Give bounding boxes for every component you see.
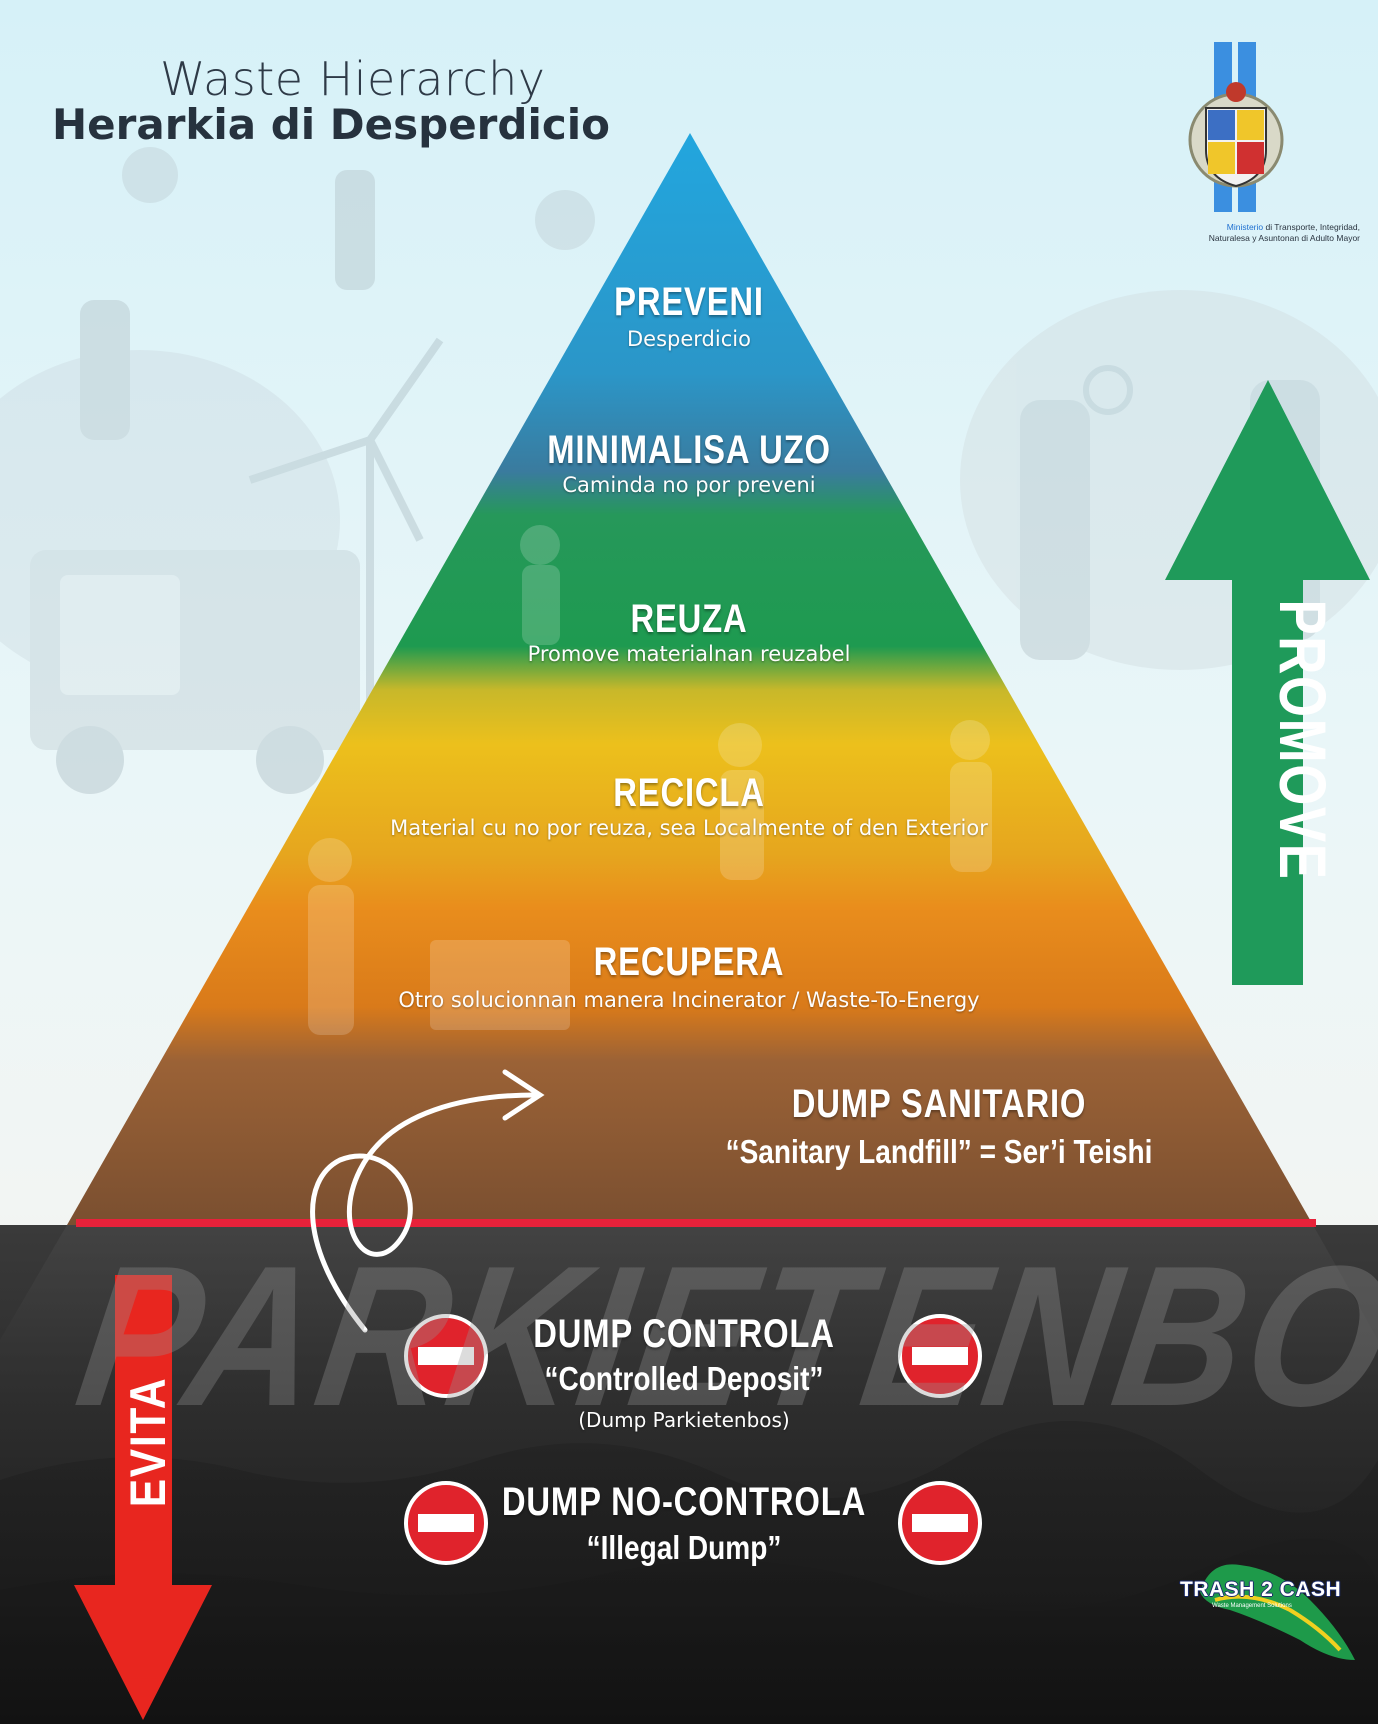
level-dump-sanitario-title: DUMP SANITARIO — [791, 1082, 1087, 1126]
ministry-line1: di Transporte, Integridad, — [1263, 222, 1360, 232]
level-recupera-title: RECUPERA — [593, 940, 785, 984]
level-recicla-title: RECICLA — [613, 771, 765, 815]
evita-label: EVITA — [120, 1376, 176, 1508]
coat-of-arms-emblem — [1188, 42, 1284, 212]
level-preveni-subtitle: Desperdicio — [627, 327, 751, 351]
trash-2-cash-tagline: Waste Management Solutions — [1212, 1603, 1292, 1609]
trash-2-cash-logo — [1200, 1564, 1355, 1660]
dump-no-controla-title: DUMP NO-CONTROLA — [501, 1480, 867, 1524]
level-reuza-subtitle: Promove materialnan reuzabel — [527, 642, 851, 666]
level-recupera-subtitle: Otro solucionnan manera Incinerator / Wa… — [398, 988, 980, 1012]
no-entry-icon — [898, 1481, 982, 1565]
level-recicla-subtitle: Material cu no por reuza, sea Localmente… — [390, 816, 988, 840]
no-entry-icon — [404, 1314, 488, 1398]
pyramid-promote-section — [67, 133, 1313, 1225]
dump-controla-title: DUMP CONTROLA — [533, 1312, 835, 1356]
level-dump-sanitario-subtitle: “Sanitary Landfill” = Ser’i Teishi — [725, 1133, 1153, 1170]
promove-label: PROMOVE — [1266, 599, 1340, 881]
dump-controla-note: (Dump Parkietenbos) — [578, 1408, 790, 1432]
title-papiamento: Herarkia di Desperdicio — [52, 100, 610, 149]
ministry-highlight: Ministerio — [1226, 222, 1264, 232]
dump-controla-subtitle: “Controlled Deposit” — [544, 1360, 824, 1397]
pyramid-illustration-overlay — [308, 525, 992, 1035]
level-reuza-title: REUZA — [630, 597, 748, 641]
pyramid-avoid-section — [0, 1225, 1378, 1724]
level-minimalisa-title: MINIMALISA UZO — [547, 428, 831, 472]
ministry-caption: Ministerio di Transporte, Integridad, Na… — [1120, 222, 1360, 244]
no-entry-icon — [898, 1314, 982, 1398]
level-preveni-title: PREVENI — [614, 280, 764, 324]
level-minimalisa-subtitle: Caminda no por preveni — [562, 473, 816, 497]
dump-no-controla-subtitle: “Illegal Dump” — [586, 1529, 782, 1566]
avoid-down-arrow — [74, 1275, 212, 1720]
title-english: Waste Hierarchy — [160, 52, 546, 106]
promote-up-arrow — [1165, 380, 1370, 985]
ministry-line2: Naturalesa y Asuntonan di Adulto Mayor — [1208, 233, 1360, 243]
swirl-arrow — [310, 1069, 545, 1333]
no-entry-icon — [404, 1481, 488, 1565]
trash-2-cash-logo-text: TRASH 2 CASH — [1180, 1578, 1342, 1601]
